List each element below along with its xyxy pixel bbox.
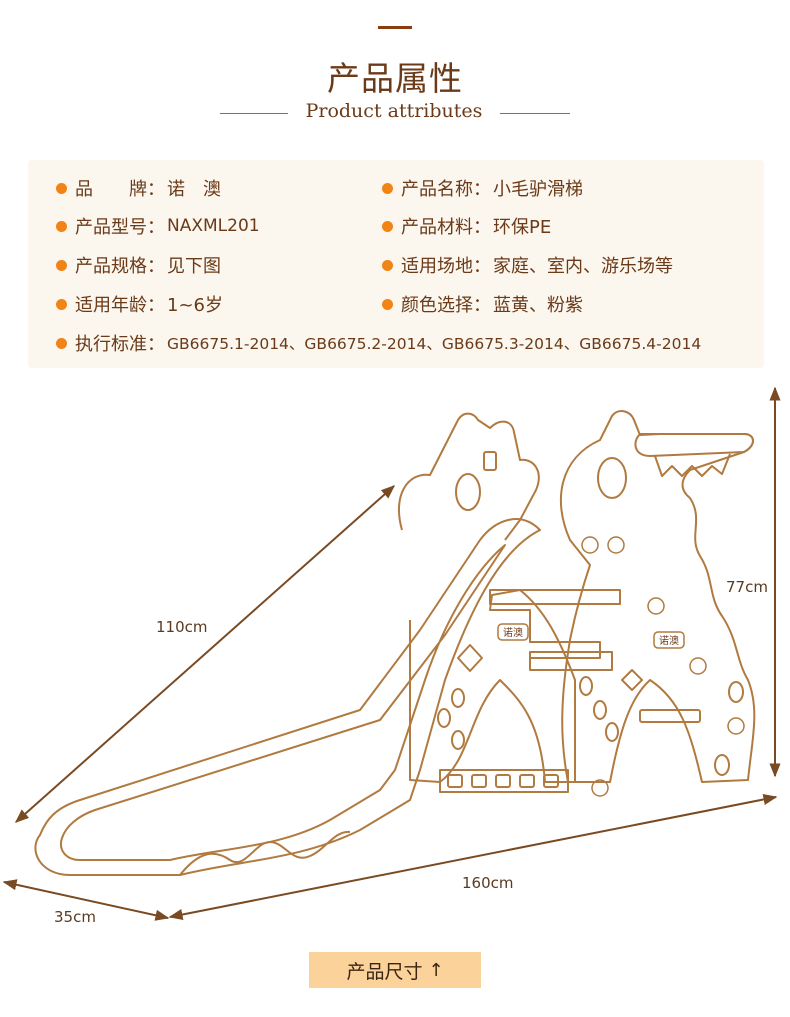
dim-arrow-slide-length [14,485,396,823]
attr-label: 品 牌： [75,179,165,200]
bullet-dot-icon [56,337,67,349]
subtitle-divider-right [500,113,570,114]
bullet-dot-icon [382,259,393,271]
bullet-dot-icon [382,182,393,194]
attr-material: 产品材料： 环保PE [382,214,551,238]
attr-value: 见下图 [167,256,221,277]
bullet-dot-icon [382,220,393,232]
attr-color: 颜色选择： 蓝黄、粉紫 [382,292,583,316]
logo-badge: 诺澳 [653,631,685,649]
step-upper [489,589,621,605]
dim-label-height: 77cm [726,578,768,596]
attr-standard: 执行标准： GB6675.1-2014、GB6675.2-2014、GB6675… [56,331,701,355]
dim-label-length: 160cm [462,874,514,892]
basketball-hoop [634,433,754,457]
arrow-up-icon: ↑ [428,959,444,981]
dimension-lines [2,386,781,921]
rear-giraffe-panel [397,412,540,541]
attr-label: 适用场地： [401,256,491,277]
attr-value: 诺 澳 [167,179,221,200]
step-lower [439,769,569,793]
attr-value: 环保PE [493,217,552,238]
product-size-button[interactable]: 产品尺寸 ↑ [309,952,481,988]
attr-label: 产品规格： [75,256,165,277]
slide-dimension-figure: 诺澳 诺澳 110cm 77cm 160cm 35cm [2,386,781,926]
svg-text:诺澳: 诺澳 [503,626,523,639]
hoop-net [654,453,731,477]
attr-value: 小毛驴滑梯 [493,179,583,200]
rear-eye-icon [455,473,481,511]
dim-label-width: 35cm [54,908,96,926]
rear-handle-icon [483,451,497,471]
bullet-dot-icon [56,259,67,271]
logo-badge: 诺澳 [497,623,529,641]
logo-medal-icon [581,536,599,554]
logo-medal-icon [727,717,745,735]
step-slot [543,774,559,788]
attr-value: 1~6岁 [167,295,223,316]
attr-model: 产品型号： NAXML201 [56,214,260,238]
step-slot [447,774,463,788]
dim-arrow-length [168,793,778,921]
logo-medal-icon [647,597,665,615]
attributes-panel: 品 牌： 诺 澳 产品名称： 小毛驴滑梯 产品型号： NAXML201 产品材料… [28,160,764,368]
section-subtitle-row: Product attributes [0,100,790,126]
decor-hole [728,681,744,703]
attr-spec: 产品规格： 见下图 [56,253,221,277]
decor-hole [437,708,451,728]
attr-value: 蓝黄、粉紫 [493,295,583,316]
decor-hole [605,722,619,742]
decor-hole [451,688,465,708]
dim-arrow-width [2,879,170,921]
bullet-dot-icon [56,220,67,232]
decor-hole [579,676,593,696]
attr-age: 适用年龄： 1~6岁 [56,292,223,316]
attr-value: NAXML201 [167,216,260,236]
attr-value: 家庭、室内、游乐场等 [493,256,673,277]
size-button-label: 产品尺寸 [346,960,423,983]
decor-hole [714,754,730,776]
dim-label-slide-length: 110cm [156,618,208,636]
attr-name: 产品名称： 小毛驴滑梯 [382,176,583,200]
logo-badges: 诺澳 诺澳 [497,536,745,797]
logo-medal-icon [607,536,625,554]
step-slot [495,774,511,788]
bullet-dot-icon [56,298,67,310]
decor-hole [451,730,465,750]
section-title: 产品属性 [327,59,463,98]
logo-medal-icon [689,657,707,675]
header-accent-bar [378,26,412,29]
attr-venue: 适用场地： 家庭、室内、游乐场等 [382,253,673,277]
subtitle-divider-left [220,113,288,114]
attr-label: 颜色选择： [401,295,491,316]
attr-value: GB6675.1-2014、GB6675.2-2014、GB6675.3-201… [167,335,702,353]
step-middle [529,651,613,671]
slide-illustration [34,410,756,876]
decor-diamond [621,669,643,691]
ladder-frame [409,589,601,783]
attr-label: 执行标准： [75,334,165,355]
step-slot [519,774,535,788]
front-eye-icon [597,457,627,499]
attr-label: 适用年龄： [75,295,165,316]
svg-text:诺澳: 诺澳 [659,634,679,647]
decor-hole [593,700,607,720]
attr-label: 产品型号： [75,217,165,238]
bullet-dot-icon [56,182,67,194]
bullet-dot-icon [382,298,393,310]
decor-diamond [457,644,483,672]
step-slot [471,774,487,788]
attr-label: 产品名称： [401,179,491,200]
attr-brand: 品 牌： 诺 澳 [56,176,221,200]
brace-bar [639,709,701,723]
section-subtitle: Product attributes [305,100,483,122]
attr-label: 产品材料： [401,217,491,238]
